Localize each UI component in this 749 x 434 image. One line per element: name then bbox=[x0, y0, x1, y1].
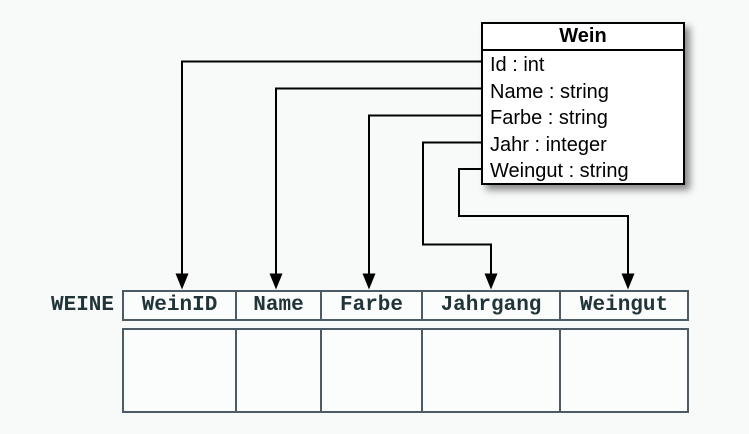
arrowhead-down-icon bbox=[269, 273, 283, 290]
class-attribute-weingut: Weingut : string bbox=[490, 160, 629, 182]
class-attribute-id: Id : int bbox=[490, 54, 545, 76]
column-header-weingut: Weingut bbox=[559, 290, 689, 321]
arrowhead-down-icon bbox=[484, 273, 498, 290]
column-header-weinid: WeinID bbox=[122, 290, 237, 321]
column-header-farbe: Farbe bbox=[320, 290, 423, 321]
connector-id-to-weinid bbox=[181, 60, 481, 274]
connector-name-to-name bbox=[275, 87, 481, 274]
table-cell-empty bbox=[421, 328, 561, 413]
table-body-row bbox=[122, 328, 689, 413]
connector-jahr-to-jahrgang bbox=[422, 141, 492, 274]
class-attribute-jahr: Jahr : integer bbox=[490, 133, 607, 156]
arrowhead-down-icon bbox=[175, 273, 189, 290]
class-attribute-farbe: Farbe : string bbox=[490, 107, 608, 129]
uml-class-box: Wein Id : int Name : string Farbe : stri… bbox=[481, 22, 685, 185]
column-header-jahrgang: Jahrgang bbox=[421, 290, 561, 321]
table-header-row: WeinID Name Farbe Jahrgang Weingut bbox=[122, 290, 689, 321]
connector-weingut-to-weingut bbox=[458, 168, 629, 274]
arrowhead-down-icon bbox=[621, 273, 635, 290]
column-header-name: Name bbox=[235, 290, 322, 321]
table-cell-empty bbox=[320, 328, 423, 413]
table-cell-empty bbox=[122, 328, 237, 413]
class-attribute-list: Id : int Name : string Farbe : string Ja… bbox=[483, 51, 683, 185]
table-cell-empty bbox=[559, 328, 689, 413]
class-title: Wein bbox=[483, 24, 683, 51]
table-name-label: WEINE bbox=[50, 294, 114, 317]
arrowhead-down-icon bbox=[362, 273, 376, 290]
class-attribute-name: Name : string bbox=[490, 80, 609, 103]
table-cell-empty bbox=[235, 328, 322, 413]
connector-farbe-to-farbe bbox=[368, 114, 481, 274]
